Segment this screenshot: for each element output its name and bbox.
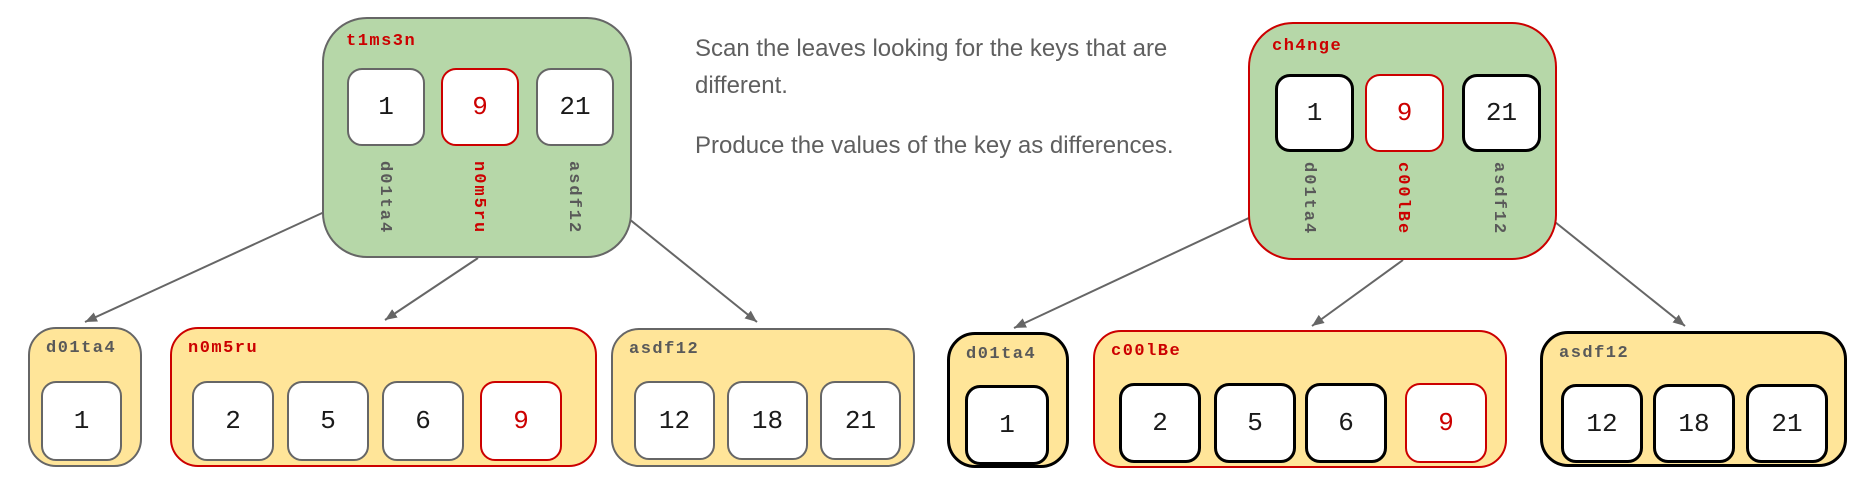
right-leaf-c00lBe-value-6: 6: [1305, 383, 1387, 463]
left-leaf-d01ta4-title: d01ta4: [46, 339, 117, 358]
right-leaf-asdf12-value-21: 21: [1746, 384, 1828, 463]
right-root-title: ch4nge: [1272, 37, 1343, 56]
arrow-right-root-to-leaf-c00lBe: [1311, 259, 1404, 327]
left-root-hash-box-9-changed: 9: [441, 68, 519, 146]
right-leaf-c00lBe-changed: c00lBe 2 5 6 9: [1093, 330, 1507, 468]
right-root-key-label-d01ta4: d01ta4: [1299, 162, 1318, 236]
left-leaf-asdf12: asdf12 12 18 21: [611, 328, 915, 467]
right-root-node: ch4nge 1 9 21 d01ta4 c00lBe asdf12: [1248, 22, 1557, 260]
right-leaf-c00lBe-value-5: 5: [1214, 383, 1296, 463]
right-root-hash-box-1: 1: [1275, 74, 1354, 152]
left-leaf-asdf12-value-12: 12: [634, 381, 715, 460]
right-root-key-label-asdf12: asdf12: [1489, 162, 1508, 236]
left-leaf-asdf12-value-21: 21: [820, 381, 901, 460]
left-leaf-n0m5ru-value-2: 2: [192, 381, 274, 461]
left-leaf-n0m5ru-value-6: 6: [382, 381, 464, 461]
left-root-title: t1ms3n: [346, 32, 417, 51]
instruction-text: Scan the leaves looking for the keys tha…: [695, 30, 1177, 187]
left-root-key-label-asdf12: asdf12: [564, 161, 583, 235]
arrow-right-root-to-leaf-d01ta4: [1013, 201, 1284, 329]
right-root-key-label-c00lBe-changed: c00lBe: [1393, 162, 1412, 236]
right-leaf-asdf12-value-18: 18: [1653, 384, 1735, 463]
left-root-hash-box-21: 21: [536, 68, 614, 146]
left-leaf-asdf12-title: asdf12: [629, 340, 700, 359]
right-leaf-d01ta4-title: d01ta4: [966, 345, 1037, 364]
instruction-para-1: Scan the leaves looking for the keys tha…: [695, 35, 1168, 99]
left-leaf-asdf12-value-18: 18: [727, 381, 808, 460]
left-root-key-label-d01ta4: d01ta4: [375, 161, 394, 235]
right-leaf-asdf12-title: asdf12: [1559, 344, 1630, 363]
left-leaf-d01ta4: d01ta4 1: [28, 327, 142, 467]
left-leaf-d01ta4-value-1: 1: [41, 381, 122, 461]
left-leaf-n0m5ru-title: n0m5ru: [188, 339, 259, 358]
left-root-hash-box-1: 1: [347, 68, 425, 146]
left-leaf-n0m5ru-changed: n0m5ru 2 5 6 9: [170, 327, 597, 467]
right-leaf-d01ta4: d01ta4 1: [947, 332, 1069, 468]
arrow-left-root-to-leaf-d01ta4: [84, 196, 358, 323]
right-root-hash-box-21: 21: [1462, 74, 1541, 152]
right-root-hash-box-9-changed: 9: [1365, 74, 1444, 152]
left-leaf-n0m5ru-value-5: 5: [287, 381, 369, 461]
right-leaf-asdf12-value-12: 12: [1561, 384, 1643, 463]
left-leaf-n0m5ru-value-9-changed: 9: [480, 381, 562, 461]
right-leaf-c00lBe-value-9-changed: 9: [1405, 383, 1487, 463]
right-leaf-asdf12: asdf12 12 18 21: [1540, 331, 1847, 467]
right-leaf-c00lBe-value-2: 2: [1119, 383, 1201, 463]
left-root-node: t1ms3n 1 9 21 d01ta4 n0m5ru asdf12: [322, 17, 632, 258]
instruction-para-2: Produce the values of the key as differe…: [695, 132, 1174, 159]
right-leaf-d01ta4-value-1: 1: [965, 385, 1049, 465]
right-leaf-c00lBe-title: c00lBe: [1111, 342, 1182, 361]
left-root-key-label-n0m5ru-changed: n0m5ru: [469, 161, 488, 235]
arrow-left-root-to-leaf-n0m5ru: [384, 257, 479, 321]
